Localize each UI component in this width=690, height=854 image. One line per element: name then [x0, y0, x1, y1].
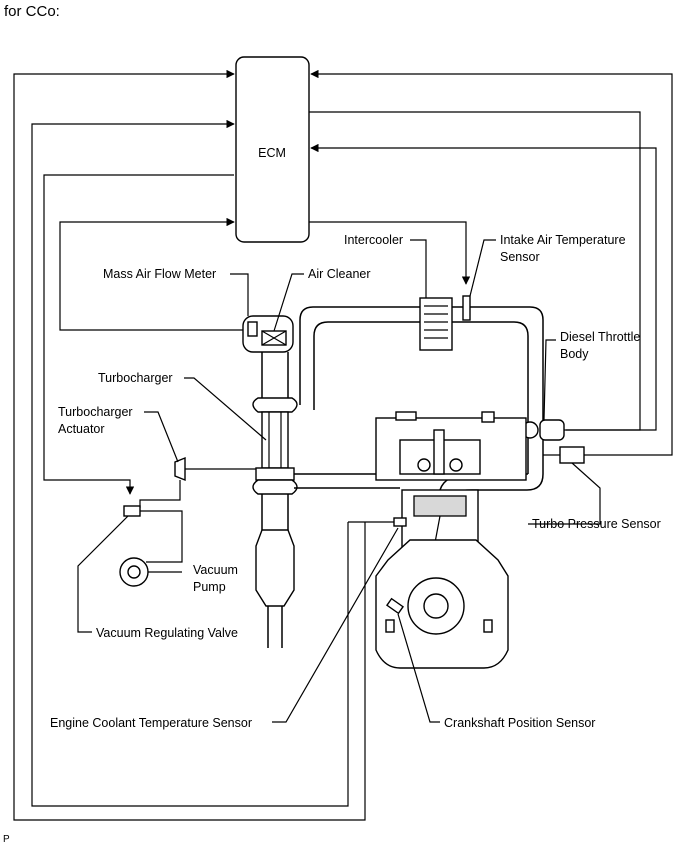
- compressor-outlet-pipe-inner: [313, 321, 420, 410]
- label-throttle-line1: Diesel Throttle: [560, 330, 640, 344]
- leader-coolant: [272, 527, 399, 723]
- wire-pressure-to-ecm: [310, 69, 673, 456]
- wire-ecm-to-throttle-a: [309, 111, 641, 431]
- compressor-outlet-pipe-outer: [299, 306, 420, 405]
- turbo-pressure-sensor: [559, 446, 585, 464]
- leader-air-cleaner: [273, 273, 304, 332]
- piston: [413, 495, 467, 517]
- engine: [375, 411, 527, 669]
- label-coolant: Engine Coolant Temperature Sensor: [50, 716, 252, 730]
- fuel-injector: [433, 429, 445, 475]
- leader-actuator: [144, 411, 179, 463]
- glow-plug: [417, 458, 431, 472]
- engine-coolant-temp-sensor: [393, 517, 407, 527]
- label-actuator-line2: Actuator: [58, 422, 105, 436]
- label-pump-line2: Pump: [193, 580, 226, 594]
- throttle-and-pressure: [521, 419, 585, 464]
- label-vsv: Vacuum Regulating Valve: [96, 626, 238, 640]
- leader-intercooler: [410, 239, 427, 298]
- label-crank: Crankshaft Position Sensor: [444, 716, 595, 730]
- compressor-housing: [252, 397, 298, 413]
- leader-lines: [77, 239, 601, 723]
- oil-pan-bolt-left: [385, 619, 395, 633]
- label-air-cleaner: Air Cleaner: [308, 267, 371, 281]
- charge-pipe-inner: [452, 321, 529, 474]
- turbocharger-actuator: [174, 456, 186, 482]
- leader-crank: [397, 613, 440, 723]
- valve-to-pump-hose: [140, 510, 183, 563]
- wire-maf-to-ecm: [59, 217, 243, 331]
- label-iat-line2: Sensor: [500, 250, 540, 264]
- intercooler-fins: [424, 305, 448, 339]
- ecm-unit: ECM: [235, 56, 310, 243]
- turbocharger: [252, 397, 400, 648]
- label-pump-line1: Vacuum: [193, 563, 238, 577]
- wire-coolant-to-ecm: [13, 69, 366, 821]
- exhaust-catalyst: [255, 529, 295, 607]
- label-turbocharger: Turbocharger: [98, 371, 173, 385]
- label-actuator-line1: Turbocharger: [58, 405, 133, 419]
- wire-ecm-to-vsv: [43, 174, 234, 495]
- label-intercooler: Intercooler: [344, 233, 403, 247]
- leader-maf: [230, 273, 249, 316]
- label-maf: Mass Air Flow Meter: [103, 267, 216, 281]
- leader-vsv: [77, 515, 129, 633]
- vacuum-regulating-valve: [123, 505, 141, 517]
- exhaust-tailpipe: [267, 606, 283, 648]
- label-iat-line1: Intake Air Temperature: [500, 233, 626, 247]
- intake-pipe-vertical: [261, 352, 289, 398]
- leader-iat: [469, 239, 496, 297]
- turbine-housing: [252, 479, 298, 495]
- intake-air-temp-sensor: [462, 295, 471, 321]
- label-turbo-pressure: Turbo Pressure Sensor: [532, 517, 661, 531]
- intercooler: [419, 297, 453, 351]
- wire-crank-to-ecm: [31, 119, 349, 807]
- exhaust-pipe-upper: [261, 494, 289, 530]
- diesel-throttle-body: [539, 419, 565, 441]
- signal-wiring: [13, 69, 673, 821]
- actuator-vacuum-hose: [139, 480, 181, 508]
- component-labels: Intercooler Intake Air Temperature Senso…: [50, 233, 661, 730]
- leader-pressure: [528, 462, 601, 525]
- wire-ecm-to-iat: [309, 221, 471, 285]
- oil-filler-cap: [395, 411, 417, 421]
- air-cleaner-cross: [261, 330, 287, 346]
- crankshaft-position-sensor: [385, 597, 405, 615]
- figure-code: P: [3, 834, 10, 845]
- turbine-flange: [255, 467, 295, 481]
- crankshaft-hub: [423, 593, 449, 619]
- leader-throttle: [543, 339, 556, 421]
- oil-pan-bolt-right: [483, 619, 493, 633]
- label-throttle-line2: Body: [560, 347, 589, 361]
- leader-turbocharger: [184, 377, 267, 441]
- valve-spring: [449, 458, 463, 472]
- turbo-shaft: [268, 412, 282, 468]
- wire-throttle-to-ecm: [310, 143, 657, 431]
- head-plug: [481, 411, 495, 423]
- turbo-actuator-system: [119, 456, 256, 587]
- maf-sensor-element: [247, 321, 258, 337]
- ecm-label: ECM: [258, 146, 286, 160]
- charge-pipe-outer: [452, 306, 544, 474]
- exhaust-manifold-pipe: [294, 473, 400, 489]
- diagram-caption: for CCo:: [4, 3, 60, 20]
- vacuum-pump-rotor: [127, 565, 141, 579]
